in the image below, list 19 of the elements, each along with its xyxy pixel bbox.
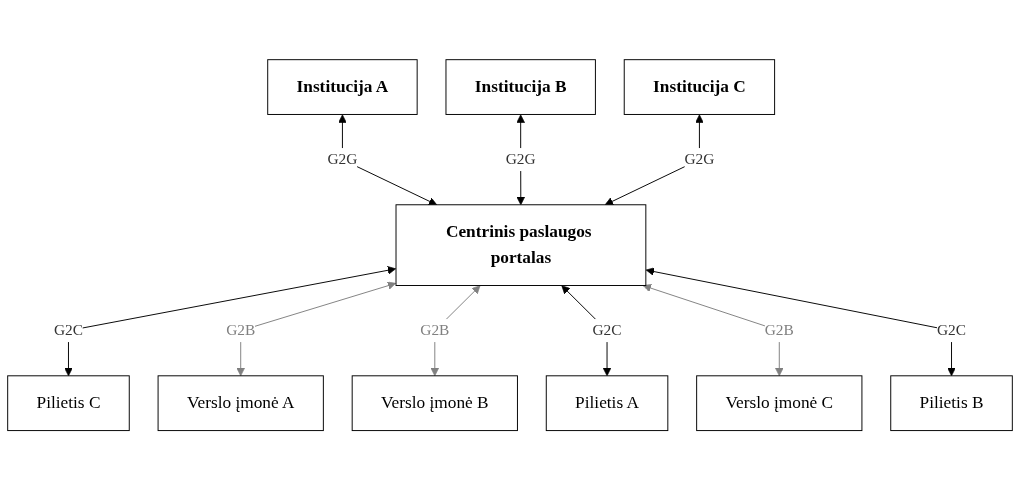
node-box: Verslo įmonė A bbox=[157, 375, 324, 432]
node-box: Institucija C bbox=[623, 59, 776, 116]
edge-label: G2B bbox=[226, 322, 256, 339]
edge-label: G2G bbox=[505, 151, 536, 168]
edge-label: G2C bbox=[592, 322, 622, 339]
node-box: Institucija A bbox=[267, 59, 418, 116]
edge-label: G2B bbox=[420, 322, 450, 339]
node-box: Verslo įmonė B bbox=[351, 375, 518, 432]
node-box: Pilietis C bbox=[7, 375, 130, 432]
node-box: Centrinis paslaugos portalas bbox=[395, 204, 647, 287]
edge-label: G2G bbox=[327, 151, 358, 168]
node-box: Institucija B bbox=[445, 59, 596, 116]
node-box: Verslo įmonė C bbox=[696, 375, 863, 432]
node-box: Pilietis A bbox=[545, 375, 669, 432]
edge-label: G2B bbox=[764, 322, 794, 339]
edge-label: G2C bbox=[53, 322, 83, 339]
edge-label: G2C bbox=[937, 322, 967, 339]
edge-label: G2G bbox=[684, 151, 715, 168]
node-box: Pilietis B bbox=[890, 375, 1013, 432]
